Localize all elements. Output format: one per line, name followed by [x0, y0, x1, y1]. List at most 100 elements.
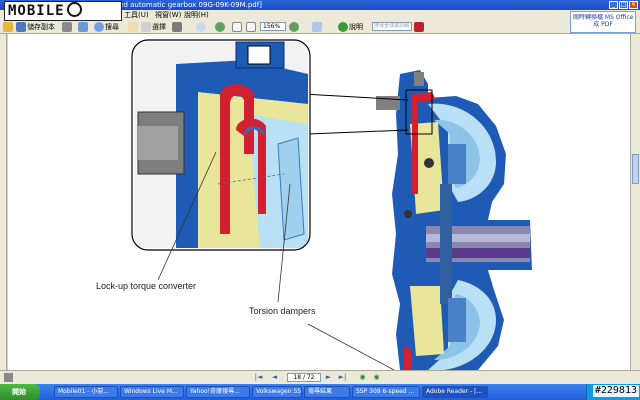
mobile01-logo: MOBILE [4, 1, 122, 21]
zoom-field[interactable]: 156% [260, 22, 286, 31]
menu-bar: 工具(U) 視窗(W) 說明(H) [0, 10, 640, 20]
open-button[interactable] [3, 21, 13, 33]
title-bar: Adobe Reader - [SSP 309 6-speed automati… [0, 0, 640, 21]
shaft-highlight [426, 234, 530, 242]
task-item[interactable]: Volkswagen SSP [252, 386, 302, 398]
damper-upper [410, 122, 444, 214]
menu-tools[interactable]: 工具(U) [124, 11, 149, 19]
logo-ring-icon [66, 2, 82, 17]
lockup-callout-line [157, 151, 217, 281]
ad-line-2: 成 PDF [593, 21, 613, 28]
oil-channel-lower [404, 346, 412, 370]
select-tool-button[interactable]: 選擇 [141, 21, 166, 33]
help-button[interactable]: 說明 [338, 21, 363, 33]
detail-dashed-line [217, 173, 285, 185]
task-item[interactable]: 搜尋結果 [304, 386, 350, 398]
fit-page-button[interactable] [232, 21, 242, 33]
gearbox-cross-section [376, 70, 532, 370]
hand-tool-button[interactable] [128, 21, 138, 33]
navigation-panel[interactable] [0, 34, 7, 370]
help-label: 說明 [349, 23, 363, 31]
rotate-button[interactable] [312, 21, 322, 33]
damper-lower [410, 286, 444, 356]
top-bolt [414, 72, 424, 86]
print-icon [62, 22, 72, 32]
zoom-line-bottom [307, 129, 409, 135]
ad-line-1: 關時轉換檔 MS Office 轉 [573, 14, 633, 21]
yahoo-button[interactable] [414, 21, 424, 33]
search-label: 搜尋 [105, 23, 119, 31]
detail-top-cap [247, 45, 271, 65]
page-width-icon [246, 22, 256, 32]
logo-text: MOBILE [8, 3, 65, 19]
stator-lower [448, 298, 466, 342]
task-item[interactable]: Mobile01 - 小惡... [54, 386, 118, 398]
email-icon [78, 22, 88, 32]
snapshot-button[interactable] [172, 21, 182, 33]
detail-dampers [277, 137, 305, 241]
camera-icon [172, 22, 182, 32]
menu-window[interactable]: 視窗(W) [155, 11, 182, 19]
prev-page-button[interactable]: ◄ [271, 373, 278, 381]
task-item[interactable]: Windows Live M... [120, 386, 184, 398]
scrollbar-thumb[interactable] [632, 154, 639, 184]
first-page-button[interactable]: |◄ [254, 373, 263, 381]
cursor-icon [141, 22, 151, 32]
bolt-1 [424, 158, 434, 168]
convert-pdf-ad[interactable]: 關時轉換檔 MS Office 轉 成 PDF [570, 11, 636, 33]
plus-icon [289, 22, 299, 32]
yahoo-icon [414, 22, 424, 32]
close-button[interactable]: × [629, 1, 638, 9]
next-page-button[interactable]: ► [325, 373, 332, 381]
help-icon [338, 22, 348, 32]
zoom-out-button[interactable] [215, 21, 225, 33]
rotate-icon [312, 22, 322, 32]
bolt-2 [404, 210, 412, 218]
binoculars-icon [94, 22, 104, 32]
label-torsion-dampers: Torsion dampers [249, 306, 316, 316]
page-icon [232, 22, 242, 32]
taskbar: 開始 Mobile01 - 小惡... Windows Live M... Ya… [0, 384, 640, 400]
save-copy-button[interactable]: 儲存副本 [16, 21, 55, 33]
print-button[interactable] [62, 21, 72, 33]
minimize-button[interactable]: _ [609, 1, 618, 9]
start-button[interactable]: 開始 [0, 384, 40, 400]
page-thumbnail-icon[interactable] [4, 373, 13, 382]
save-copy-label: 儲存副本 [27, 23, 55, 31]
oil-channel [412, 92, 436, 194]
task-item-active[interactable]: Adobe Reader - [... [422, 386, 488, 398]
web-search-input[interactable]: 搜尋全球資訊網 [372, 22, 412, 31]
zoom-line-top [302, 93, 409, 101]
zoom-source-box [405, 89, 433, 135]
maximize-button[interactable]: □ [619, 1, 628, 9]
hub [440, 184, 452, 304]
damper-callout-line-1 [277, 183, 291, 303]
label-lockup-torque-converter: Lock-up torque converter [96, 281, 196, 291]
document-page: Lock-up torque converter Torsion dampers [8, 34, 630, 370]
email-button[interactable] [78, 21, 88, 33]
next-view-icon[interactable]: ◉ [373, 373, 380, 381]
toolbar: 儲存副本 搜尋 選擇 說明 [0, 20, 640, 34]
image-watermark: #229813 [592, 385, 639, 397]
task-item[interactable]: SSP 309 6-speed ... [352, 386, 420, 398]
task-item[interactable]: Yahoo!奇摩搜尋... [186, 386, 250, 398]
fit-width-button[interactable] [246, 21, 256, 33]
zoom-in-button[interactable] [289, 21, 299, 33]
folder-icon [3, 22, 13, 32]
minus-icon [215, 22, 225, 32]
search-button[interactable]: 搜尋 [94, 21, 119, 33]
previous-view-icon[interactable]: ◉ [359, 373, 366, 381]
detail-shaft-highlight [138, 126, 178, 160]
detail-lockup-piston [236, 118, 266, 214]
page-number-field[interactable]: 18 / 72 [287, 373, 321, 382]
zoom-tool-button[interactable] [196, 21, 206, 33]
save-icon [16, 22, 26, 32]
detail-blue-seal [242, 126, 266, 135]
window-title: Adobe Reader - [SSP 309 6-speed automati… [10, 1, 262, 9]
damper-callout-line-2 [307, 323, 395, 370]
gearbox-diagram: Lock-up torque converter Torsion dampers [96, 39, 532, 370]
menu-help[interactable]: 說明(H) [184, 11, 209, 19]
last-page-button[interactable]: ►| [338, 373, 347, 381]
shaft-core [426, 248, 530, 258]
vertical-scrollbar[interactable] [630, 34, 640, 370]
